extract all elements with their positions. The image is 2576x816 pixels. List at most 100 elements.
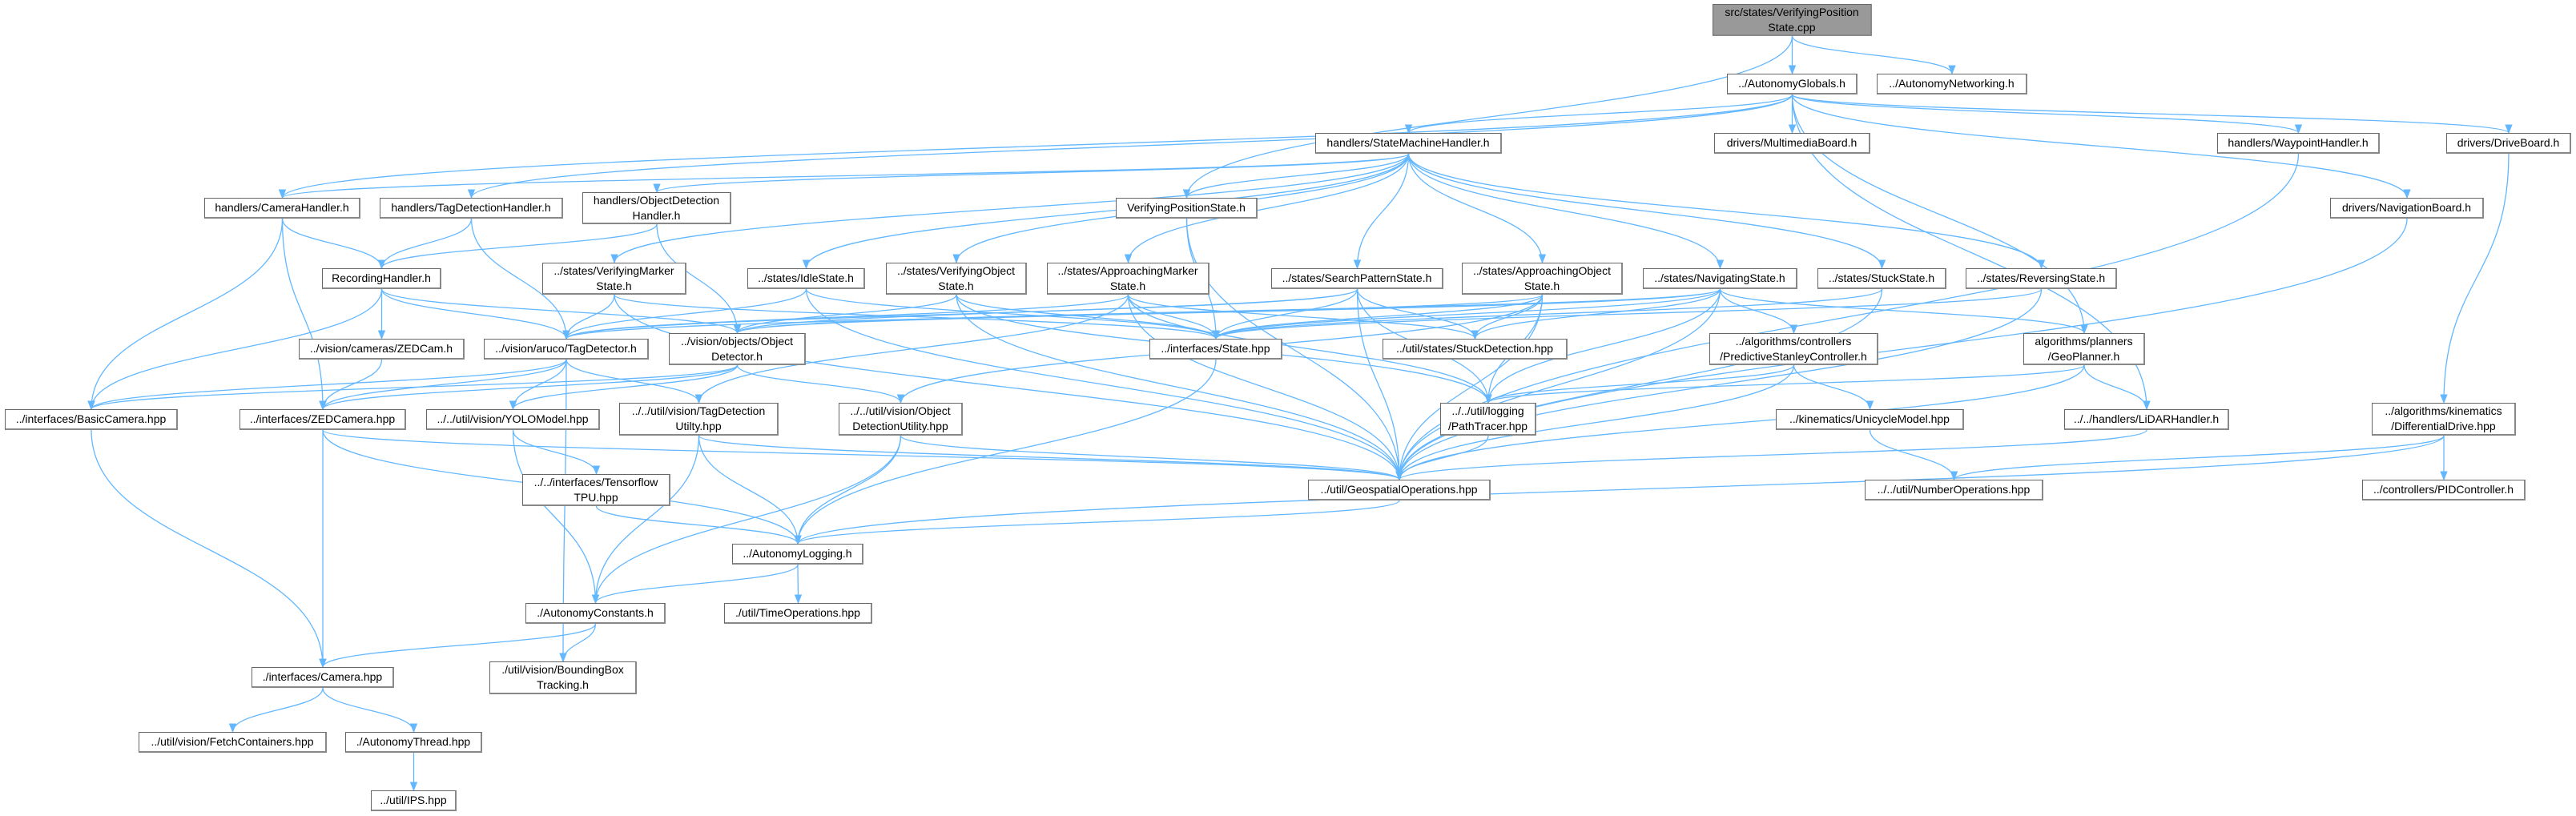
graph-node-basiccam[interactable]: ../interfaces/BasicCamera.hpp: [5, 409, 178, 430]
edge-tagutil-to-geo: [698, 435, 1403, 481]
edge-ams-to-pathtracer: [1127, 294, 1492, 404]
edge-logging-to-timeops: [794, 564, 803, 605]
graph-node-idle[interactable]: ../states/IdleState.h: [747, 268, 865, 289]
graph-node-geo[interactable]: ../util/GeospatialOperations.hpp: [1308, 480, 1491, 500]
edge-diffdrive-to-numops: [1950, 435, 2445, 481]
edge-unicycle-to-numops: [1869, 429, 1958, 481]
edge-vos-to-geo: [956, 294, 1403, 481]
edge-lidar-to-geo: [1395, 429, 2147, 481]
graph-node-pid[interactable]: ../controllers/PIDController.h: [2362, 480, 2526, 500]
edge-tagutil-to-logging: [698, 435, 802, 545]
graph-node-ips[interactable]: ../util/IPS.hpp: [371, 790, 457, 811]
graph-node-sps[interactable]: ../states/SearchPatternState.h: [1271, 268, 1443, 289]
edge-camhandler-to-zedcamera: [281, 218, 327, 411]
edge-nav-to-objdetector: [734, 288, 1721, 335]
edge-stanley-to-pathtracer: [1484, 364, 1795, 404]
graph-node-aos[interactable]: ../states/ApproachingObject State.h: [1462, 263, 1623, 295]
edge-smh-to-ams: [1124, 153, 1410, 264]
edge-geoplanner-to-pathtracer: [1484, 364, 2085, 404]
graph-node-camera[interactable]: ./interfaces/Camera.hpp: [252, 667, 394, 688]
edge-geoplanner-to-geo: [1395, 364, 2085, 481]
edge-idle-to-state: [805, 288, 1220, 340]
edge-basiccam-to-camera: [91, 429, 327, 669]
graph-node-geoplanner[interactable]: algorithms/planners /GeoPlanner.h: [2023, 333, 2145, 365]
edge-smh-to-objhandler: [653, 153, 1410, 194]
edge-driveboard-to-diffdrive: [2440, 153, 2510, 404]
graph-node-stuckdet[interactable]: ../util/states/StuckDetection.hpp: [1383, 339, 1568, 360]
edge-vos-to-objdetector: [733, 294, 957, 335]
edge-stanley-to-geo: [1395, 364, 1795, 481]
graph-node-numops[interactable]: ../../util/NumberOperations.hpp: [1865, 480, 2043, 500]
graph-node-smh[interactable]: handlers/StateMachineHandler.h: [1315, 133, 1502, 154]
edge-nav-to-stanley: [1719, 288, 1798, 335]
graph-node-vps[interactable]: VerifyingPositionState.h: [1116, 198, 1258, 219]
edge-camera-to-fetch: [228, 687, 324, 734]
graph-node-driveboard[interactable]: drivers/DriveBoard.h: [2446, 133, 2571, 154]
graph-node-diffdrive[interactable]: ../algorithms/kinematics /DifferentialDr…: [2372, 403, 2516, 436]
graph-node-nav[interactable]: ../states/NavigatingState.h: [1643, 268, 1797, 289]
graph-node-state[interactable]: ../interfaces/State.hpp: [1149, 339, 1282, 360]
edge-reversing-to-state: [1212, 288, 2043, 340]
graph-node-zedcam[interactable]: ../vision/cameras/ZEDCam.h: [299, 339, 465, 360]
graph-node-vos[interactable]: ../states/VerifyingObject State.h: [886, 263, 1027, 295]
edge-zedcamera-to-geo: [322, 429, 1403, 481]
graph-node-yolo[interactable]: ../../util/vision/YOLOModel.hpp: [426, 409, 600, 430]
graph-node-waypoint[interactable]: handlers/WaypointHandler.h: [2217, 133, 2380, 154]
graph-node-bbox[interactable]: ./util/vision/BoundingBox Tracking.h: [489, 661, 637, 694]
graph-node-objutil[interactable]: ../../util/vision/Object DetectionUtilit…: [839, 403, 963, 436]
graph-node-globals[interactable]: ../AutonomyGlobals.h: [1727, 74, 1858, 94]
graph-node-taghandler[interactable]: handlers/TagDetectionHandler.h: [380, 198, 563, 219]
edge-camhandler-to-basiccam: [87, 218, 284, 411]
graph-node-stanley[interactable]: ../algorithms/controllers /PredictiveSta…: [1709, 333, 1878, 365]
graph-node-tpu[interactable]: ../../interfaces/Tensorflow TPU.hpp: [522, 474, 670, 506]
graph-node-thread[interactable]: ./AutonomyThread.hpp: [345, 732, 482, 753]
edge-geo-to-logging: [794, 500, 1400, 545]
edge-diffdrive-to-logging: [794, 435, 2445, 545]
edge-camera-to-thread: [322, 687, 418, 734]
edge-smh-to-idle: [802, 153, 1410, 270]
graph-node-ams[interactable]: ../states/ApproachingMarker State.h: [1047, 263, 1210, 295]
graph-node-reversing[interactable]: ../states/ReversingState.h: [1966, 268, 2117, 289]
graph-node-vms[interactable]: ../states/VerifyingMarker State.h: [542, 263, 686, 295]
graph-node-lidar[interactable]: ../../handlers/LiDARHandler.h: [2064, 409, 2229, 430]
graph-node-zedcamera[interactable]: ../interfaces/ZEDCamera.hpp: [239, 409, 406, 430]
graph-node-root[interactable]: src/states/VerifyingPosition State.cpp: [1713, 4, 1872, 36]
graph-node-unicycle[interactable]: ../kinematics/UnicycleModel.hpp: [1776, 409, 1964, 430]
edge-aos-to-state: [1212, 294, 1544, 340]
edge-root-to-vps: [1182, 35, 1793, 199]
graph-node-navboard[interactable]: drivers/NavigationBoard.h: [2330, 198, 2484, 219]
graph-node-fetch[interactable]: ../util/vision/FetchContainers.hpp: [139, 732, 327, 753]
edge-sps-to-state: [1212, 288, 1358, 340]
graph-node-stuck[interactable]: ../states/StuckState.h: [1817, 268, 1946, 289]
graph-node-constants[interactable]: ./AutonomyConstants.h: [525, 603, 666, 624]
edge-nav-to-stuckdet: [1471, 288, 1721, 340]
edge-ams-to-geo: [1127, 294, 1403, 481]
edge-smh-to-nav: [1407, 153, 1725, 270]
edge-tagdetector-to-zedcamera: [319, 359, 567, 411]
graph-node-tagutil[interactable]: ../../util/vision/TagDetection Utilty.hp…: [619, 403, 779, 436]
graph-node-logging[interactable]: ../AutonomyLogging.h: [732, 544, 863, 565]
graph-node-objdetector[interactable]: ../vision/objects/Object Detector.h: [669, 333, 806, 365]
edge-smh-to-vps: [1182, 153, 1410, 199]
edge-smh-to-reversing: [1407, 153, 2046, 270]
edge-nav-to-geo: [1395, 288, 1721, 481]
graph-node-tagdetector[interactable]: ../vision/aruco/TagDetector.h: [484, 339, 649, 360]
graph-node-recording[interactable]: RecordingHandler.h: [322, 268, 441, 289]
edge-root-to-networking: [1791, 35, 1956, 75]
graph-node-objhandler[interactable]: handlers/ObjectDetection Handler.h: [582, 192, 731, 224]
edge-objdetector-to-zedcamera: [319, 364, 739, 411]
edge-yolo-to-constants: [512, 429, 600, 605]
edge-reversing-to-geo: [1395, 288, 2043, 481]
graph-node-camhandler[interactable]: handlers/CameraHandler.h: [204, 198, 360, 219]
edge-objdetector-to-yolo: [509, 364, 739, 411]
edge-objhandler-to-recording: [377, 223, 658, 270]
edge-aos-to-geo: [1395, 294, 1544, 481]
graph-node-pathtracer[interactable]: ../../util/logging /PathTracer.hpp: [1440, 403, 1536, 436]
graph-node-timeops[interactable]: ./util/TimeOperations.hpp: [724, 603, 872, 624]
edge-recording-to-basiccam: [87, 288, 383, 411]
graph-node-networking[interactable]: ../AutonomyNetworking.h: [1877, 74, 2027, 94]
edge-nav-to-pathtracer: [1484, 288, 1721, 404]
graph-node-multimedia[interactable]: drivers/MultimediaBoard.h: [1714, 133, 1870, 154]
edge-idle-to-geo: [805, 288, 1403, 481]
